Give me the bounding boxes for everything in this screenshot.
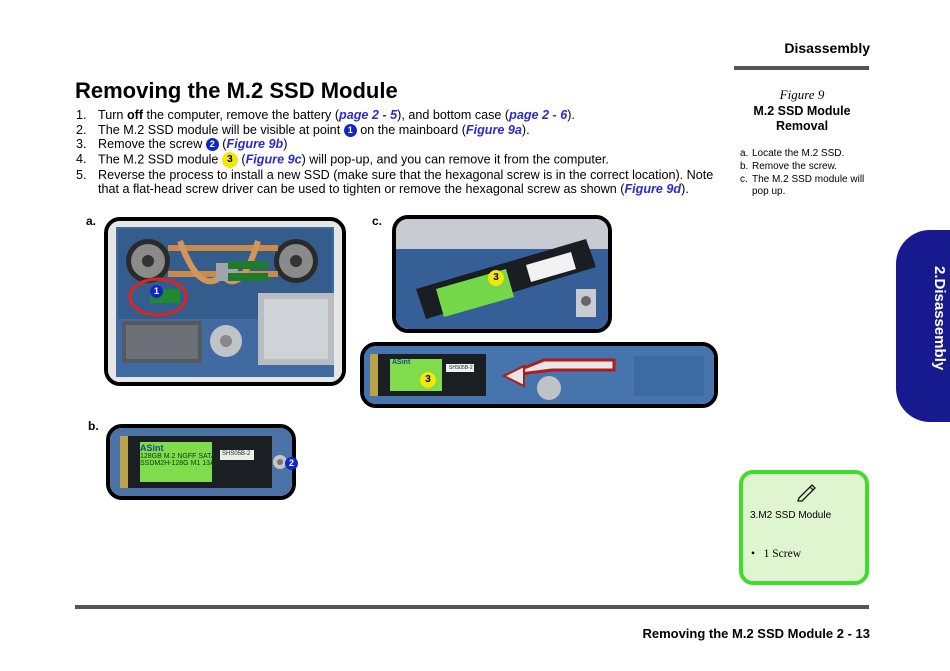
panel-label-c: c. xyxy=(372,214,383,228)
panel-label-a: a. xyxy=(86,214,97,228)
ssd-sticker-small: SHS05B-2 xyxy=(449,365,473,371)
figure-link[interactable]: Figure 9a xyxy=(465,122,522,137)
callout-1-marker: 1 xyxy=(150,285,163,298)
page-footer: Removing the M.2 SSD Module 2 - 13 xyxy=(642,626,870,641)
section-header: Disassembly xyxy=(784,40,870,56)
mainboard-illustration xyxy=(108,221,342,382)
figure-title: M.2 SSD Module Removal xyxy=(753,104,851,133)
note-item: • 1 Screw xyxy=(751,548,802,560)
step-4: 4. The M.2 SSD module 3 (Figure 9c) will… xyxy=(76,151,609,168)
callout-3-badge: 3 xyxy=(221,151,238,168)
photo-mainboard xyxy=(104,217,346,386)
ssd-screw-illustration xyxy=(110,428,292,496)
chapter-tab[interactable]: 2.Disassembly xyxy=(896,230,950,422)
callout-1-badge: 1 xyxy=(343,123,357,137)
header-rule xyxy=(734,66,869,70)
note-box: 3.M2 SSD Module • 1 Screw xyxy=(739,470,869,585)
figure-link[interactable]: Figure 9b xyxy=(226,137,284,152)
ssd-label-text-small: ASint xyxy=(392,359,411,366)
figure-caption: Figure 9 M.2 SSD Module Removal xyxy=(738,87,866,134)
page-link[interactable]: page 2 - 6 xyxy=(509,108,568,122)
photo-ssd-screw: ASint 128GB M.2 NGFF SATA3 SSDM2H-128G M… xyxy=(106,424,296,500)
ssd-label-text: ASint 128GB M.2 NGFF SATA3 SSDM2H-128G M… xyxy=(140,443,220,467)
ssd-remove-illustration xyxy=(364,346,714,404)
step-2: 2. The M.2 SSD module will be visible at… xyxy=(76,122,530,137)
note-title: 3.M2 SSD Module xyxy=(750,510,832,521)
photo-ssd-remove: ASint SHS05B-2 xyxy=(360,342,718,408)
figure-notes: a.Locate the M.2 SSD. b.Remove the screw… xyxy=(740,148,868,199)
figure-number: Figure 9 xyxy=(779,87,825,102)
step-1: 1. Turn off the computer, remove the bat… xyxy=(76,108,575,122)
ssd-sticker: SHS05B-2 xyxy=(222,451,251,457)
instruction-steps: 1. Turn off the computer, remove the bat… xyxy=(76,108,726,197)
page-link[interactable]: page 2 - 5 xyxy=(339,108,398,122)
chapter-tab-label: 2.Disassembly xyxy=(931,266,948,371)
step-5: 5. Reverse the process to install a new … xyxy=(76,167,714,197)
callout-2-badge: 2 xyxy=(205,138,219,152)
footer-rule xyxy=(75,605,869,609)
step-number: 1. xyxy=(76,108,87,122)
figure-note: b.Remove the screw. xyxy=(740,160,838,172)
callout-3-marker-bottom: 3 xyxy=(420,372,436,388)
callout-2-marker: 2 xyxy=(285,457,298,470)
callout-3-marker-top: 3 xyxy=(488,270,504,286)
figure-link[interactable]: Figure 9c xyxy=(245,152,302,167)
pencil-icon xyxy=(795,482,817,507)
page-title: Removing the M.2 SSD Module xyxy=(75,78,398,103)
figure-note: c.The M.2 SSD module will pop up. xyxy=(740,173,865,198)
figure-note: a.Locate the M.2 SSD. xyxy=(740,148,845,159)
panel-label-b: b. xyxy=(88,419,99,433)
step-3: 3. Remove the screw 2 (Figure 9b) xyxy=(76,137,288,152)
figure-link[interactable]: Figure 9d xyxy=(624,182,682,197)
